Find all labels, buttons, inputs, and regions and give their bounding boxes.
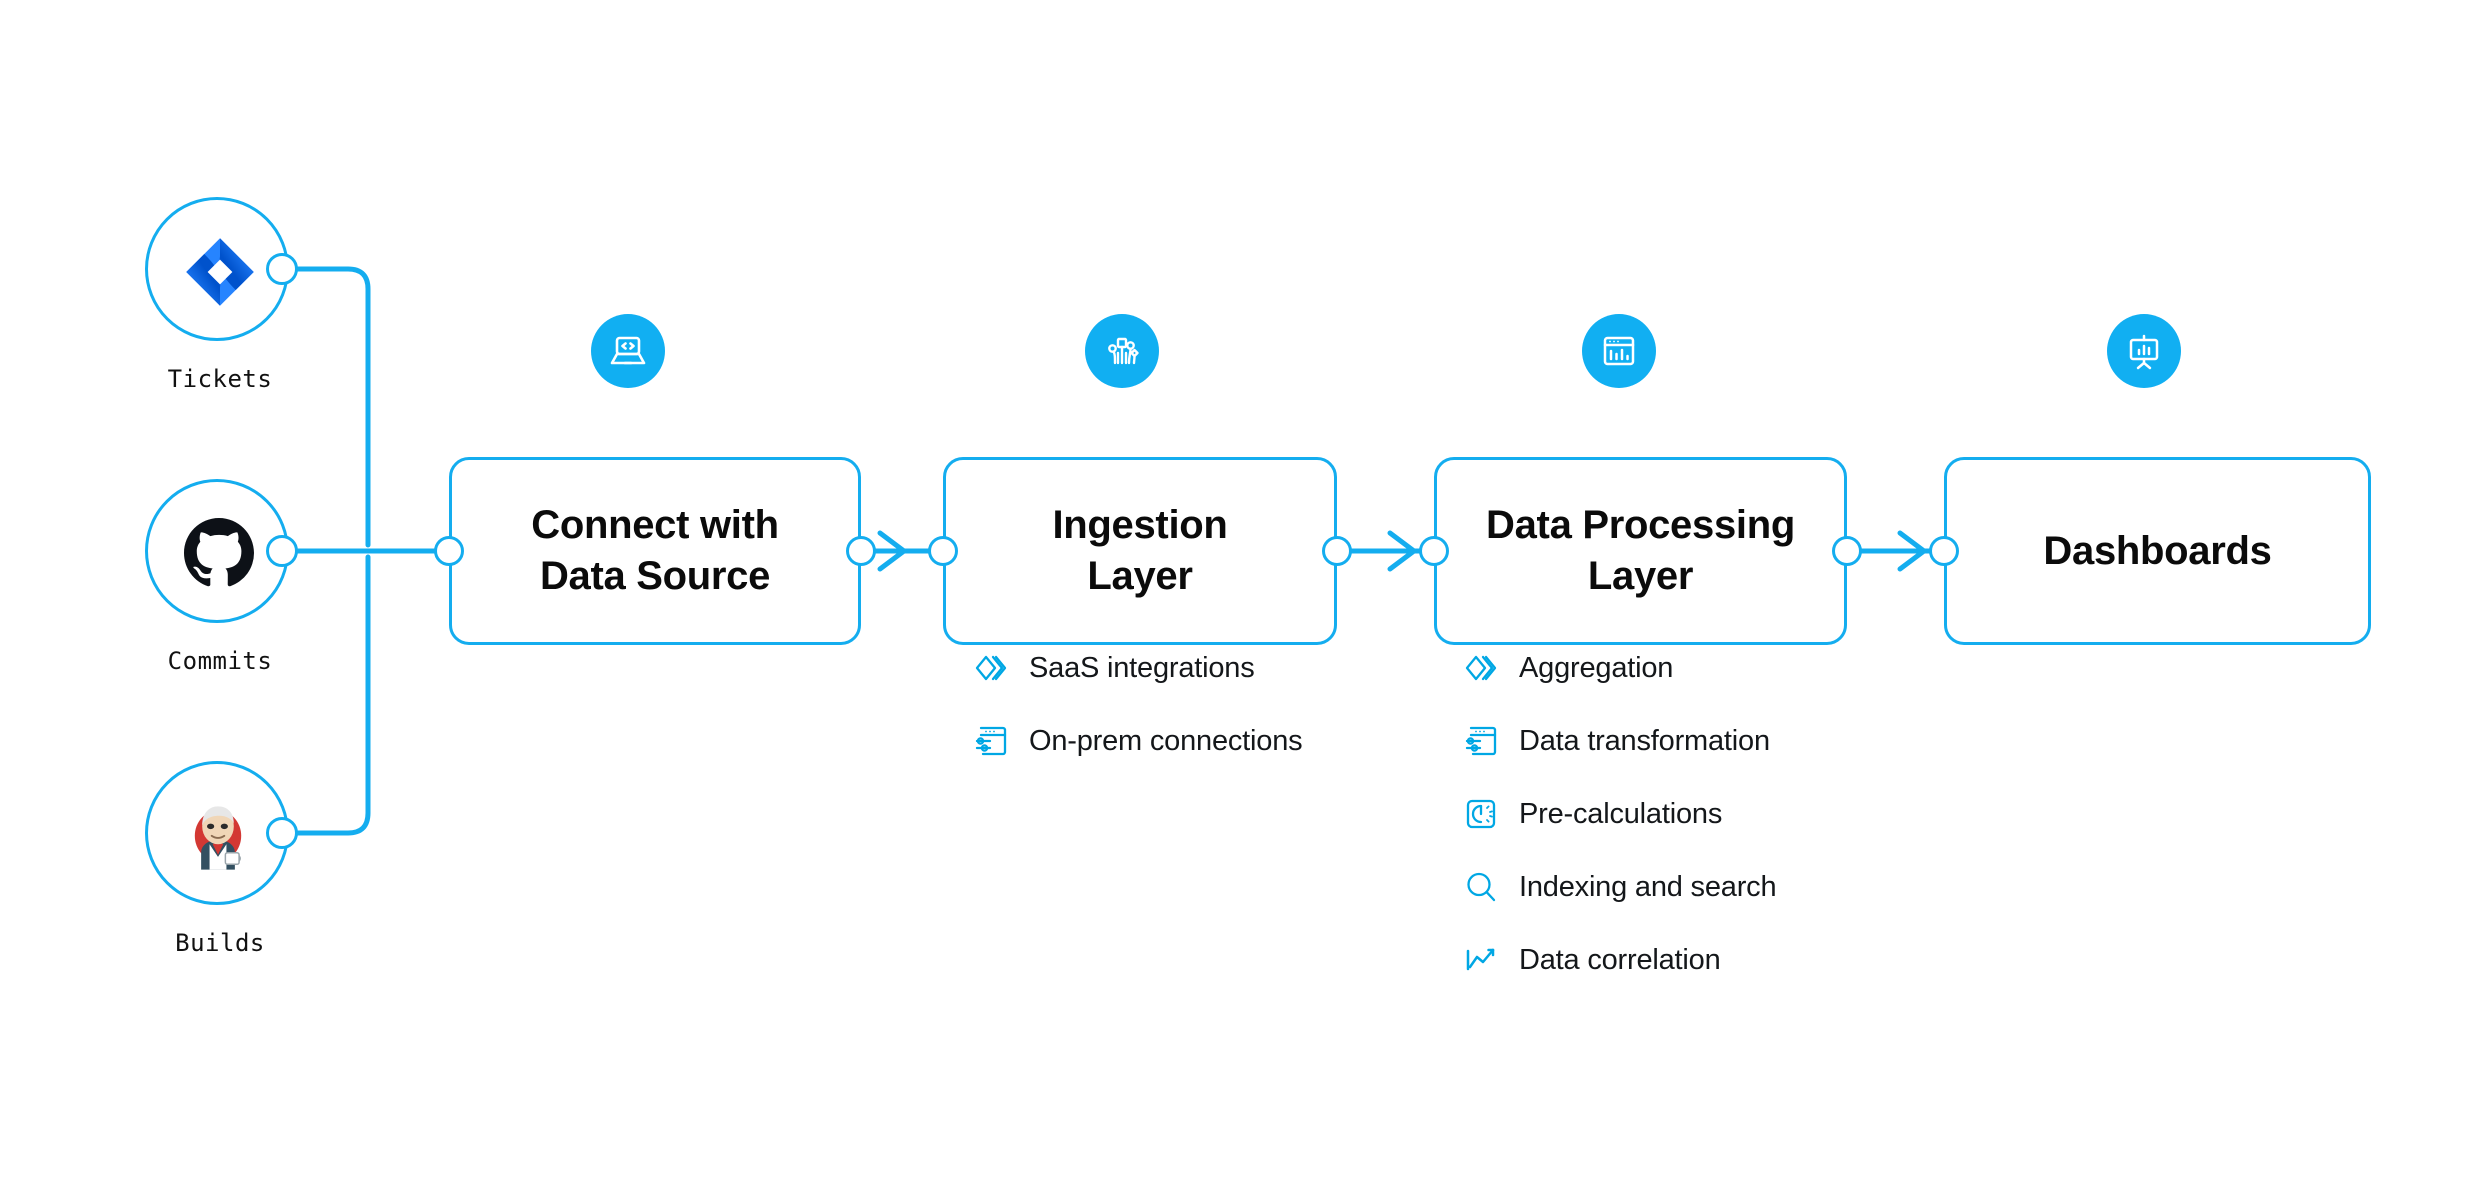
- feature-label: Data transformation: [1519, 724, 1770, 757]
- jira-logo: [184, 236, 256, 308]
- laptop-code-icon: [591, 314, 665, 388]
- circuit-board-icon: [1085, 314, 1159, 388]
- list-item[interactable]: Data correlation: [1464, 937, 1776, 983]
- stage-box[interactable]: Data Processing Layer: [1434, 457, 1847, 645]
- browser-barchart-icon: [1582, 314, 1656, 388]
- stage-port-left: [1929, 536, 1959, 566]
- browser-sliders-icon: [1464, 724, 1498, 758]
- list-item[interactable]: On-prem connections: [974, 718, 1303, 764]
- arrowhead-stage3-stage4: [1897, 530, 1927, 572]
- stage-box[interactable]: Dashboards: [1944, 457, 2371, 645]
- feature-list-ingestion: SaaS integrations: [974, 645, 1303, 791]
- browser-sliders-icon: [974, 724, 1008, 758]
- source-port-commits: [266, 535, 298, 567]
- line-chart-icon: [1464, 943, 1498, 977]
- stage-title: Data Processing Layer: [1486, 503, 1795, 598]
- stage-port-left: [928, 536, 958, 566]
- source-ring: [145, 479, 289, 623]
- feature-label: SaaS integrations: [1029, 651, 1255, 684]
- arrowhead-stage1-stage2: [877, 530, 907, 572]
- feature-label: On-prem connections: [1029, 724, 1303, 757]
- wire-builds: [280, 554, 371, 836]
- source-label-tickets: Tickets: [167, 365, 273, 393]
- gauge-square-icon: [1464, 797, 1498, 831]
- stage-port-right: [846, 536, 876, 566]
- source-label-builds: Builds: [175, 929, 265, 957]
- presentation-chart-icon: [2107, 314, 2181, 388]
- source-node-tickets[interactable]: Tickets: [145, 197, 298, 393]
- magnifier-icon: [1464, 870, 1498, 904]
- feature-label: Indexing and search: [1519, 870, 1777, 903]
- feature-label: Aggregation: [1519, 651, 1674, 684]
- stage-box[interactable]: Ingestion Layer: [943, 457, 1337, 645]
- list-item[interactable]: Data transformation: [1464, 718, 1776, 764]
- stage-port-left: [434, 536, 464, 566]
- stage-port-right: [1832, 536, 1862, 566]
- layers-chevron-icon: [974, 651, 1008, 685]
- feature-label: Pre-calculations: [1519, 797, 1723, 830]
- source-node-commits[interactable]: Commits: [145, 479, 298, 675]
- stage-box[interactable]: Connect with Data Source: [449, 457, 861, 645]
- list-item[interactable]: Aggregation: [1464, 645, 1776, 691]
- source-node-builds[interactable]: Builds: [145, 761, 298, 957]
- source-ring: [145, 761, 289, 905]
- feature-label: Data correlation: [1519, 943, 1721, 976]
- list-item[interactable]: Pre-calculations: [1464, 791, 1776, 837]
- arrowhead-stage2-stage3: [1387, 530, 1417, 572]
- stage-title: Dashboards: [2043, 528, 2272, 573]
- source-port-tickets: [266, 253, 298, 285]
- wire-tickets: [280, 266, 371, 548]
- github-logo: [184, 518, 256, 590]
- list-item[interactable]: SaaS integrations: [974, 645, 1302, 691]
- source-label-commits: Commits: [167, 647, 273, 675]
- stage-port-left: [1419, 536, 1449, 566]
- layers-chevron-icon: [1464, 651, 1498, 685]
- stage-title: Ingestion Layer: [1052, 503, 1228, 598]
- feature-list-data-processing: Aggregation D: [1464, 645, 1777, 1010]
- source-port-builds: [266, 817, 298, 849]
- list-item[interactable]: Indexing and search: [1464, 864, 1777, 910]
- jenkins-logo: [184, 800, 256, 872]
- stage-title: Connect with Data Source: [531, 503, 779, 598]
- stage-port-right: [1322, 536, 1352, 566]
